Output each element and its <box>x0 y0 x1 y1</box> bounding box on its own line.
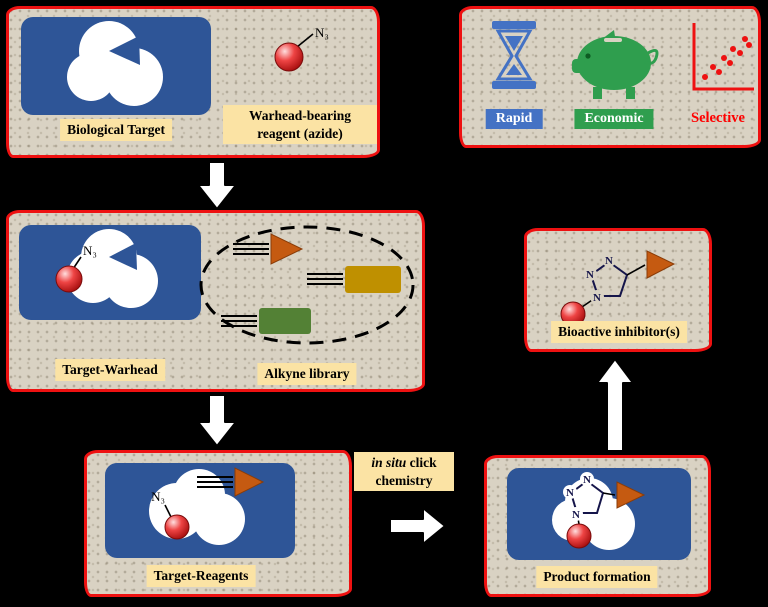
azide-formula: N₃ <box>83 243 97 258</box>
label-click-chemistry: in situ click chemistry <box>354 452 454 492</box>
triazole-ring: N N N <box>581 253 646 308</box>
target-azide-graphic: N₃ <box>21 17 329 115</box>
alkyne-library-ellipse <box>199 225 415 345</box>
warhead-library-graphic: N₃ <box>19 225 415 345</box>
alkyne-gold-rect <box>307 266 401 293</box>
label-economic: Economic <box>574 109 654 129</box>
warhead-sphere <box>566 523 592 549</box>
protein-blob <box>67 21 163 106</box>
panel-target-reagents: N₃ Target-Reagents <box>84 450 352 597</box>
arrow-up-to-inhibitor <box>596 358 634 452</box>
label-bioactive-inhibitor: Bioactive inhibitor(s) <box>551 321 687 343</box>
label-target-warhead: Target-Warhead <box>55 359 165 381</box>
piggy-bank-icon <box>572 30 659 99</box>
ring-nitrogen: N <box>572 509 580 521</box>
label-biological-target: Biological Target <box>60 119 172 141</box>
label-target-reagents: Target-Reagents <box>146 565 256 587</box>
click-chemistry-italic: in situ <box>371 455 407 470</box>
ring-nitrogen: N <box>586 269 594 281</box>
panel-biological-target: N₃ Biological Target Warhead-bearing rea… <box>6 6 380 158</box>
azide-warhead-sphere <box>55 265 83 293</box>
azide-bond <box>296 33 314 48</box>
arrow-down-step1 <box>197 161 237 210</box>
hourglass-icon <box>492 21 536 89</box>
panel-benefits: Rapid Economic Selective <box>459 6 761 148</box>
label-product-formation: Product formation <box>536 566 658 588</box>
azide-formula: N₃ <box>151 489 165 504</box>
ring-nitrogen: N <box>605 255 613 267</box>
azide-warhead-sphere <box>274 42 304 72</box>
alkyne-green-rect <box>221 308 311 334</box>
ring-nitrogen: N <box>583 474 591 486</box>
ring-nitrogen: N <box>566 487 574 499</box>
azide-warhead-sphere <box>164 514 190 540</box>
arrow-right-click-reaction <box>389 507 446 545</box>
label-rapid: Rapid <box>485 109 543 129</box>
product-triangle <box>616 481 646 509</box>
azide-formula: N₃ <box>315 25 329 40</box>
click-chemistry-word: click <box>409 455 437 470</box>
alkyne-reagent <box>197 467 265 497</box>
panel-product-formation: N N N Product formation <box>484 455 711 597</box>
alkyne-orange-triangle <box>233 233 304 265</box>
protein-blob <box>67 229 158 308</box>
label-selective: Selective <box>691 110 745 126</box>
scatter-plot-icon <box>692 23 754 91</box>
panel-bioactive-inhibitor: N N N Bioactive inhibitor(s) <box>524 228 712 352</box>
reagents-graphic: N₃ <box>105 463 295 558</box>
ring-nitrogen: N <box>593 292 601 304</box>
triazole-ring: N N N <box>563 472 616 525</box>
panel-target-warhead: N₃ Target-Warhead Alkyne library <box>6 210 425 392</box>
product-graphic: N N N <box>507 468 691 560</box>
azide-bond <box>164 504 172 518</box>
inhibitor-graphic: N N N <box>560 250 676 327</box>
click-chemistry-line2: chemistry <box>375 472 433 488</box>
benefits-graphic <box>492 21 754 99</box>
inhibitor-triangle <box>646 250 676 279</box>
label-alkyne-library: Alkyne library <box>257 363 357 385</box>
label-warhead-reagent: Warhead-bearing reagent (azide) <box>223 105 377 145</box>
arrow-down-step2 <box>197 394 237 447</box>
